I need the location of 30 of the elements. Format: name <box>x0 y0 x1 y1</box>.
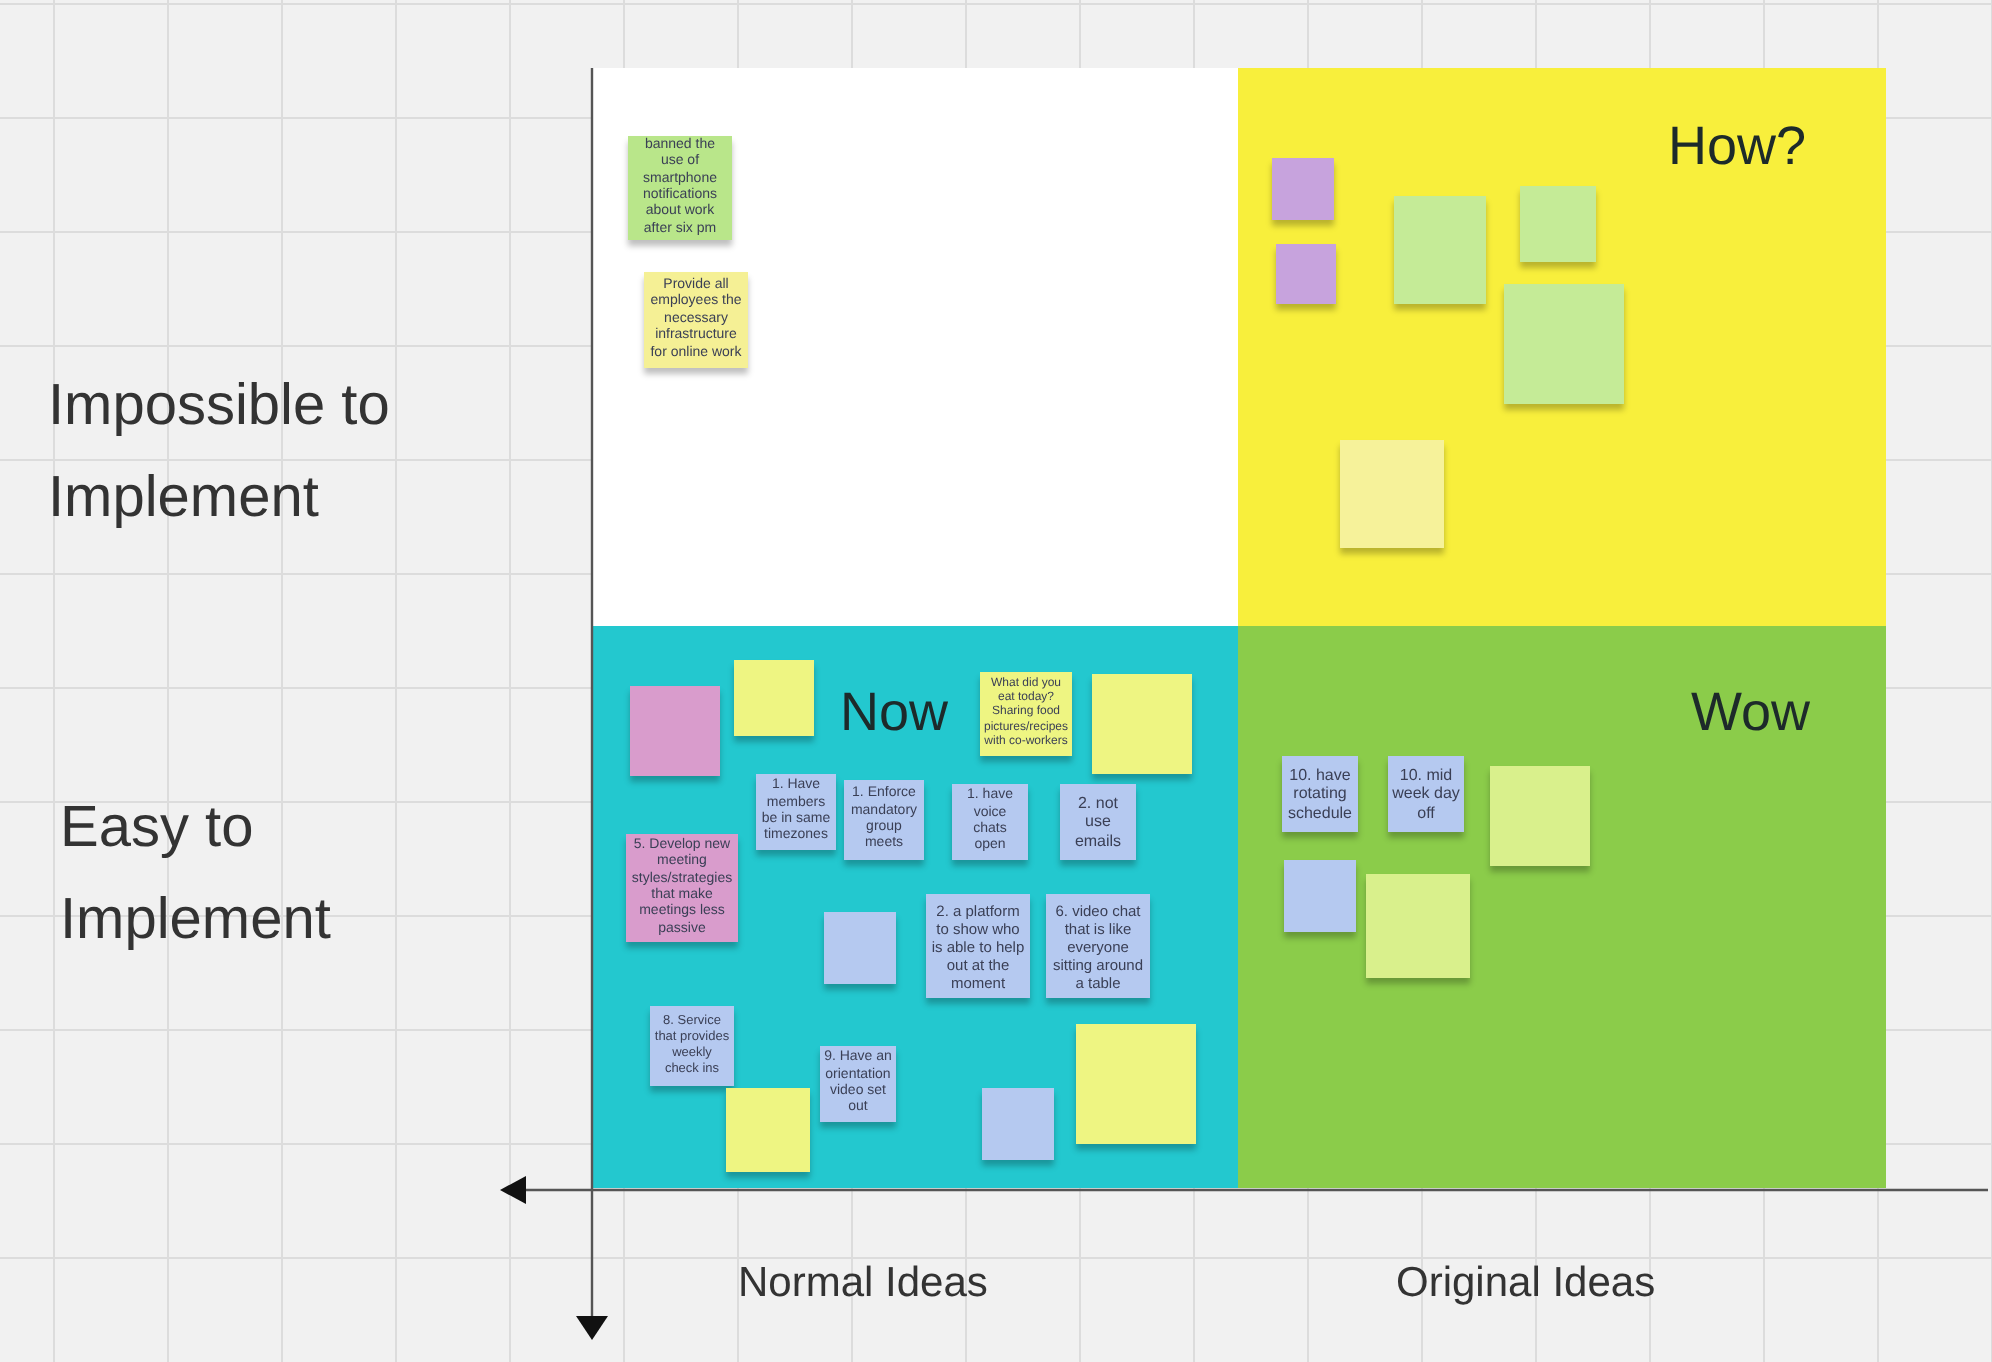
quadrant-heading: Now <box>840 686 949 740</box>
sticky-note <box>1366 874 1470 978</box>
sticky-note <box>1520 186 1596 262</box>
quadrant-panel <box>592 626 1238 1188</box>
sticky-note <box>1076 1024 1196 1144</box>
sticky-note <box>1490 766 1590 866</box>
sticky-note <box>630 686 720 776</box>
sticky-note <box>1340 440 1444 548</box>
quadrant-panel <box>1238 626 1886 1188</box>
sticky-note <box>824 912 896 984</box>
axis-label: Normal Ideas <box>738 1258 988 1310</box>
axis-label: Impossible to Implement <box>48 372 392 534</box>
sticky-note: 10. have rotating schedule <box>1282 756 1358 832</box>
sticky-note <box>1276 244 1336 304</box>
sticky-note <box>726 1088 810 1172</box>
quadrant-heading: How? <box>1667 120 1806 174</box>
sticky-note <box>982 1088 1054 1160</box>
sticky-note <box>734 660 814 736</box>
quadrant-panel <box>1238 68 1886 626</box>
sticky-note <box>1394 196 1486 304</box>
sticky-note <box>1092 674 1192 774</box>
quadrant-panel <box>592 68 1238 626</box>
sticky-note: 2. not use emails <box>1060 784 1136 860</box>
sticky-note <box>1284 860 1356 932</box>
sticky-note <box>1272 158 1334 220</box>
sticky-note: 10. mid week day off <box>1388 756 1464 832</box>
quadrant-heading: Wow <box>1690 686 1810 740</box>
axis-label: Easy to Implement <box>60 794 333 956</box>
sticky-note <box>1504 284 1624 404</box>
axis-label: Original Ideas <box>1396 1258 1656 1310</box>
